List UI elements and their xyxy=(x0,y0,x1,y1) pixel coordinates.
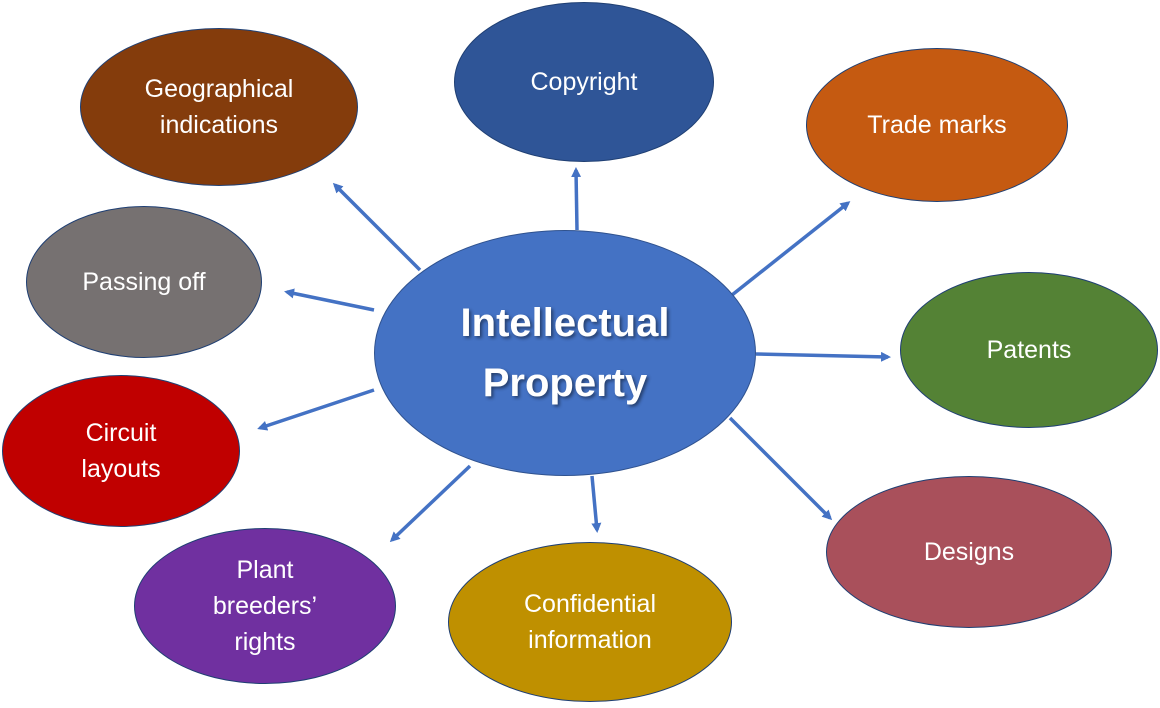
node-label: Patents xyxy=(986,336,1072,364)
arrow-circuit-layouts xyxy=(257,388,375,431)
node-label: Circuit layouts xyxy=(81,419,161,483)
arrow-passing-off xyxy=(284,288,375,312)
node-label: Plant breeders’ rights xyxy=(212,556,318,656)
node-label: Trade marks xyxy=(867,111,1007,139)
arrow-patents xyxy=(755,351,891,362)
node-circuit-layouts: Circuit layouts xyxy=(2,375,240,527)
arrow-geographical-indications xyxy=(332,182,422,272)
node-label: Copyright xyxy=(530,68,638,96)
node-label: Designs xyxy=(923,538,1015,566)
node-geographical-indications: Geographical indications xyxy=(80,28,358,186)
node-patents: Patents xyxy=(900,272,1158,428)
node-plant-breeders-rights: Plant breeders’ rights xyxy=(134,528,396,684)
node-copyright: Copyright xyxy=(454,2,714,162)
node-label: Confidential information xyxy=(523,590,657,654)
center-node-intellectual-property: Intellectual Property xyxy=(374,230,756,476)
center-label: Intellectual Property xyxy=(460,301,670,405)
node-trade-marks: Trade marks xyxy=(806,48,1068,202)
node-confidential-information: Confidential information xyxy=(448,542,732,702)
node-passing-off: Passing off xyxy=(26,206,262,358)
node-designs: Designs xyxy=(826,476,1112,628)
arrow-trade-marks xyxy=(730,201,851,297)
node-label: Passing off xyxy=(82,268,206,296)
arrow-confidential-information xyxy=(590,475,602,533)
node-label: Geographical indications xyxy=(144,75,294,139)
arrow-designs xyxy=(728,416,833,521)
arrow-copyright xyxy=(571,167,582,231)
arrow-plant-breeders-rights xyxy=(389,464,472,543)
